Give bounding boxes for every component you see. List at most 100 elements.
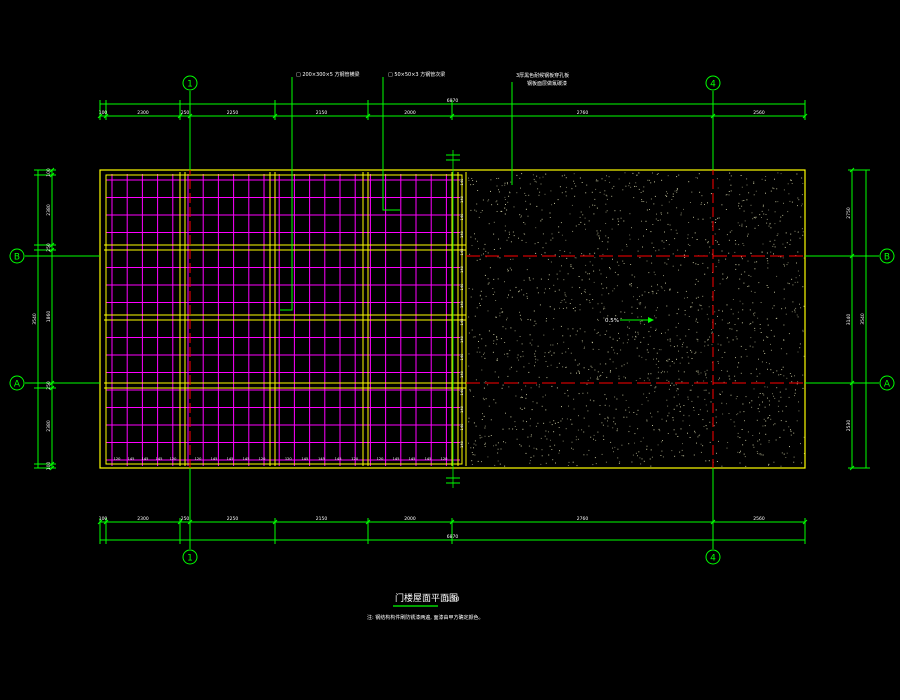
hatch-dot [599, 334, 601, 336]
hatch-dot [662, 456, 664, 458]
hatch-dot [695, 318, 697, 320]
hatch-dot [640, 341, 642, 343]
hatch-dot [496, 200, 498, 202]
dim-slash [49, 380, 55, 386]
hatch-dot [553, 352, 555, 354]
hatch-dot [615, 408, 617, 410]
hatch-dot [646, 349, 648, 351]
dim-text: 250 [181, 110, 190, 116]
hatch-dot [609, 181, 611, 183]
hatch-dot [484, 357, 486, 359]
dim-text: 2750 [846, 207, 852, 219]
hatch-dot [706, 410, 708, 412]
hatch-dot [739, 208, 741, 210]
hatch-dot [738, 362, 740, 364]
hatch-dot [759, 432, 760, 434]
axis-bubble-B-left: B [9, 248, 25, 264]
dim-slash [365, 519, 371, 525]
hatch-dot [790, 180, 792, 181]
hatch-dot [533, 455, 535, 457]
hatch-dot [785, 388, 787, 390]
hatch-dot [759, 373, 761, 375]
hatch-dot [676, 188, 678, 190]
hatch-dot [651, 416, 653, 418]
hatch-dot [577, 429, 579, 431]
hatch-dot [651, 262, 653, 264]
hatch-dot [541, 209, 543, 211]
hatch-dot [595, 188, 597, 190]
hatch-dot [633, 197, 635, 199]
dim-slash [49, 465, 55, 471]
hatch-dot [472, 184, 474, 185]
hatch-dot [715, 266, 717, 268]
hatch-dot [496, 336, 498, 338]
hatch-dot [593, 438, 594, 440]
hatch-dot [572, 230, 574, 232]
hatch-dot [750, 323, 752, 325]
hatch-dot [657, 173, 659, 174]
hatch-dot [646, 420, 648, 422]
hatch-dot [730, 419, 732, 421]
dim-text: 3140 [846, 314, 852, 326]
hatch-dot [740, 450, 741, 452]
hatch-dot [551, 233, 553, 235]
hatch-dot [527, 436, 529, 438]
hatch-dot [718, 379, 720, 381]
hatch-dot [529, 183, 531, 185]
hatch-dot [472, 336, 474, 338]
hatch-dot [795, 307, 797, 309]
hatch-dot [609, 268, 611, 270]
hatch-dot [576, 465, 578, 467]
dim-slash [49, 247, 55, 253]
hatch-dot [531, 339, 533, 341]
hatch-dot [468, 288, 470, 289]
hatch-dot [754, 227, 756, 229]
hatch-dot [476, 259, 478, 261]
hatch-dot [599, 405, 601, 406]
hatch-dot [739, 437, 741, 439]
hatch-dot [690, 202, 691, 203]
hatch-dot [474, 315, 476, 317]
hatch-dot [667, 360, 669, 362]
hatch-dot [497, 203, 499, 205]
hatch-dot [558, 231, 560, 233]
hatch-dot [757, 225, 759, 226]
dim-text: 2250 [227, 516, 239, 522]
hatch-dot [721, 370, 723, 371]
hatch-dot [484, 243, 486, 245]
hatch-dot [673, 362, 675, 364]
hatch-dot [507, 270, 509, 272]
hatch-dot [559, 186, 561, 188]
axis-bubble-1-bottom: 1 [182, 549, 198, 565]
hatch-dot [553, 308, 555, 310]
hatch-dot [589, 293, 591, 295]
hatch-dot [785, 420, 787, 422]
hatch-dot [776, 188, 778, 190]
hatch-dot [613, 288, 615, 290]
hatch-dot [717, 361, 719, 362]
hatch-dot [509, 233, 510, 235]
hatch-dot [773, 305, 775, 307]
hatch-dot [506, 319, 507, 321]
hatch-dot [506, 317, 508, 319]
hatch-dot [664, 332, 666, 334]
hatch-dot [786, 353, 788, 355]
dim-text: 100 [46, 462, 52, 471]
hatch-dot [544, 355, 546, 357]
hatch-dot [476, 203, 478, 205]
hatch-dot [785, 405, 787, 407]
hatch-dot [728, 252, 730, 254]
hatch-dot [526, 293, 528, 294]
axis-label-A-right: A [884, 380, 891, 390]
hatch-dot [516, 174, 518, 176]
hatch-dot [565, 351, 567, 353]
hatch-dot [519, 407, 521, 409]
hatch-dot [743, 200, 745, 201]
hatch-dot [687, 432, 688, 434]
hatch-dot [700, 203, 702, 205]
hatch-dot [575, 225, 577, 227]
hatch-dot [595, 463, 597, 465]
hatch-dot [593, 270, 595, 272]
hatch-dot [536, 402, 538, 404]
hatch-dot [483, 253, 484, 255]
